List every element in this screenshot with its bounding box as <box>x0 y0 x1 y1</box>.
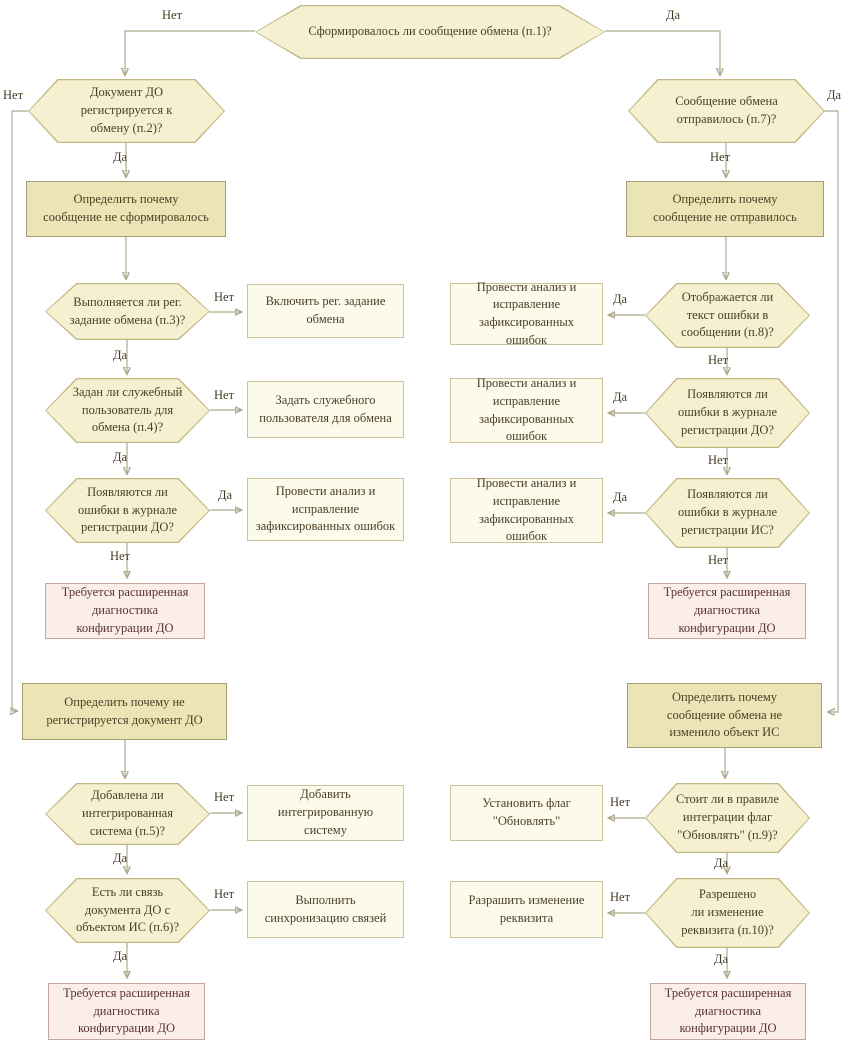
hexagon-fill <box>46 379 209 442</box>
hexagon-fill <box>646 784 809 852</box>
decision-errors-journal-do-right-label: Появляются ли ошибки в журнале регистрац… <box>677 387 778 437</box>
alert-diagnostics-bottom-right: Требуется расширенная диагностика конфиг… <box>650 983 806 1040</box>
decision-p5-label: Добавлена ли интегрированная система (п.… <box>82 788 173 838</box>
edge-label-no: Нет <box>708 553 729 567</box>
action-fix-errors-r1: Провести анализ и исправление зафиксиров… <box>450 280 603 347</box>
decision-errors-journal-do-right: Появляются ли ошибки в журнале регистрац… <box>645 378 810 448</box>
hexagon-fill <box>256 6 604 58</box>
decision-p1-label: Сформировалось ли сообщение обмена (п.1)… <box>308 24 552 39</box>
hexagon-fill <box>646 879 809 947</box>
hexagon-fill <box>646 379 809 447</box>
decision-p2: Документ ДО регистрируется к обмену (п.2… <box>28 79 225 143</box>
edge-label-yes: Да <box>113 851 128 865</box>
edge-label-no: Нет <box>3 88 24 102</box>
decision-p6-label: Есть ли связь документа ДО с объектом ИС… <box>76 884 179 935</box>
stage-define-not-sent: Определить почему сообщение не отправило… <box>626 181 824 237</box>
edge-label-yes: Да <box>613 292 628 306</box>
decision-errors-journal-do-left: Появляются ли ошибки в журнале регистрац… <box>45 478 210 543</box>
hexagon-fill <box>629 80 824 142</box>
decision-p5: Добавлена ли интегрированная система (п.… <box>45 783 210 845</box>
decision-p9-label: Стоит ли в правиле интеграции флаг "Обно… <box>676 792 779 842</box>
hexagon-fill <box>46 284 209 339</box>
action-fix-errors-left: Провести анализ и исправление зафиксиров… <box>247 478 404 541</box>
edge-label-yes: Да <box>714 856 729 870</box>
decision-p6: Есть ли связь документа ДО с объектом ИС… <box>45 878 210 943</box>
edge-label-no: Нет <box>214 388 235 402</box>
edge-label-yes: Да <box>714 952 729 966</box>
action-sync-links: Выполнить синхронизацию связей <box>247 881 404 938</box>
edge-label-yes: Да <box>613 490 628 504</box>
hexagon-fill <box>646 284 809 347</box>
decision-p7-label: Сообщение обмена отправилось (п.7)? <box>675 94 778 126</box>
hexagon-fill <box>46 784 209 844</box>
edge-label-yes: Да <box>827 88 842 102</box>
edge-label-yes: Да <box>218 488 233 502</box>
action-add-integrated-system: Добавить интегрированную систему <box>247 785 404 841</box>
edge-label-no: Нет <box>214 790 235 804</box>
hexagon-fill <box>646 479 809 547</box>
decision-p4-label: Задан ли служебный пользователь для обме… <box>72 384 183 435</box>
edge-label-yes: Да <box>666 8 681 22</box>
edge-label-yes: Да <box>613 390 628 404</box>
decision-p9: Стоит ли в правиле интеграции флаг "Обно… <box>645 783 810 853</box>
edge-label-no: Нет <box>110 549 131 563</box>
action-enable-reg-job: Включить рег. задание обмена <box>247 284 404 338</box>
decision-p8: Отображается ли текст ошибки в сообщении… <box>645 283 810 348</box>
edge-label-no: Нет <box>710 150 731 164</box>
decision-p4: Задан ли служебный пользователь для обме… <box>45 378 210 443</box>
edge-label-no: Нет <box>610 795 631 809</box>
action-set-service-user: Задать служебного пользователя для обмен… <box>247 381 404 438</box>
decision-p8-label: Отображается ли текст ошибки в сообщении… <box>681 289 774 340</box>
decision-errors-journal-is: Появляются ли ошибки в журнале регистрац… <box>645 478 810 548</box>
action-set-update-flag: Установить флаг "Обновлять" <box>450 785 603 841</box>
edge-label-yes: Да <box>113 450 128 464</box>
alert-diagnostics-left: Требуется расширенная диагностика конфиг… <box>45 583 205 639</box>
action-allow-attr-change: Разрашить изменение реквизита <box>450 881 603 938</box>
decision-p10: Разрешено ли изменение реквизита (п.10)? <box>645 878 810 948</box>
decision-p10-label: Разрешено ли изменение реквизита (п.10)? <box>681 887 774 937</box>
decision-p7: Сообщение обмена отправилось (п.7)? <box>628 79 825 143</box>
edge-label-yes: Да <box>113 150 128 164</box>
edge-label-no: Нет <box>214 887 235 901</box>
edge-label-yes: Да <box>113 949 128 963</box>
alert-diagnostics-right: Требуется расширенная диагностика конфиг… <box>648 583 806 639</box>
edge-label-no: Нет <box>708 353 729 367</box>
stage-define-not-changed: Определить почему сообщение обмена не из… <box>627 683 822 748</box>
decision-errors-journal-is-label: Появляются ли ошибки в журнале регистрац… <box>677 487 778 537</box>
edge-label-no: Нет <box>610 890 631 904</box>
decision-errors-journal-do-left-label: Появляются ли ошибки в журнале регистрац… <box>77 484 178 535</box>
alert-diagnostics-bottom-left: Требуется расширенная диагностика конфиг… <box>48 983 205 1040</box>
decision-p3: Выполняется ли рег. задание обмена (п.3)… <box>45 283 210 340</box>
decision-p3-label: Выполняется ли рег. задание обмена (п.3)… <box>69 294 186 327</box>
decision-p2-label: Документ ДО регистрируется к обмену (п.2… <box>80 85 173 135</box>
hexagon-fill <box>46 879 209 942</box>
hexagon-fill <box>46 479 209 542</box>
stage-define-not-registered: Определить почему не регистрируется доку… <box>22 683 227 740</box>
hexagon-fill <box>29 80 224 142</box>
edge-label-yes: Да <box>113 348 128 362</box>
action-fix-errors-r3: Провести анализ и исправление зафиксиров… <box>450 476 603 543</box>
decision-p1: Сформировалось ли сообщение обмена (п.1)… <box>255 5 605 59</box>
edge-label-no: Нет <box>708 453 729 467</box>
stage-define-not-formed: Определить почему сообщение не сформиров… <box>26 181 226 237</box>
edge-label-no: Нет <box>162 8 183 22</box>
action-fix-errors-r2: Провести анализ и исправление зафиксиров… <box>450 376 603 443</box>
edge-label-no: Нет <box>214 290 235 304</box>
